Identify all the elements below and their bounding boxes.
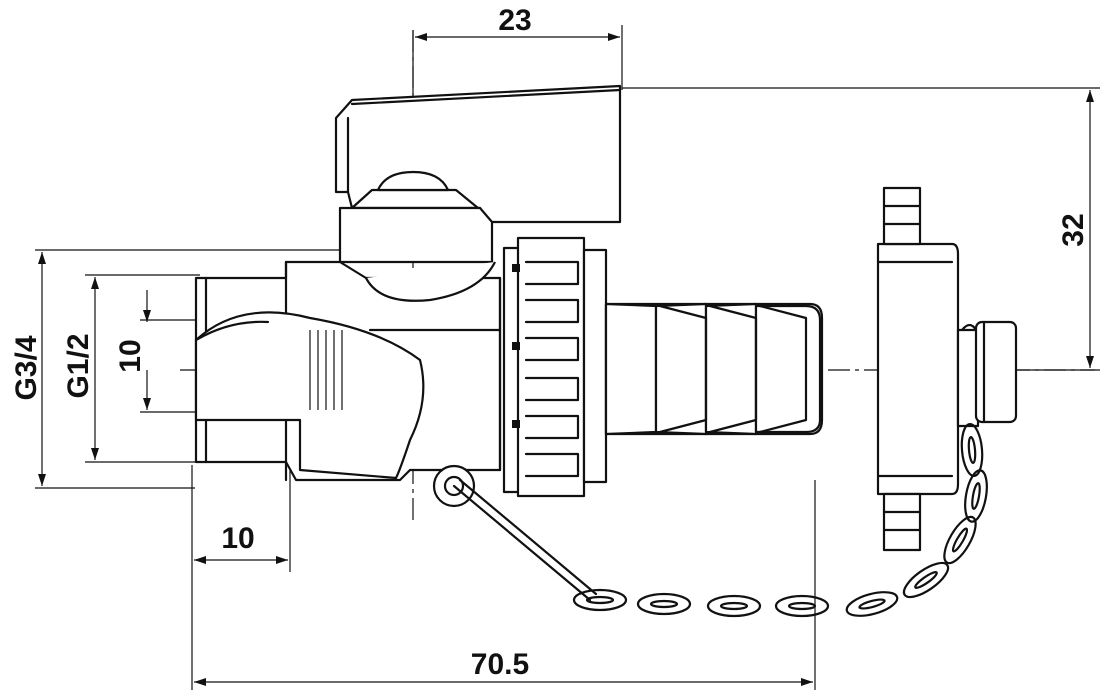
union-nut — [502, 236, 608, 498]
dim-inner-thread-label: G1/2 — [62, 333, 95, 398]
lever-handle — [334, 84, 622, 264]
retaining-chain — [432, 422, 988, 618]
valve-body — [194, 260, 502, 482]
dimension-lines — [38, 33, 1094, 686]
dim-top-width-label: 23 — [498, 4, 531, 37]
dim-bore-label: 10 — [114, 339, 147, 372]
dim-overall-length-label: 70.5 — [471, 648, 529, 681]
dim-outer-thread-label: G3/4 — [10, 335, 43, 400]
hose-barb — [604, 302, 824, 436]
dim-right-height-label: 32 — [1057, 213, 1090, 246]
dim-thread-depth-label: 10 — [221, 522, 254, 555]
dust-cap — [876, 186, 1018, 552]
